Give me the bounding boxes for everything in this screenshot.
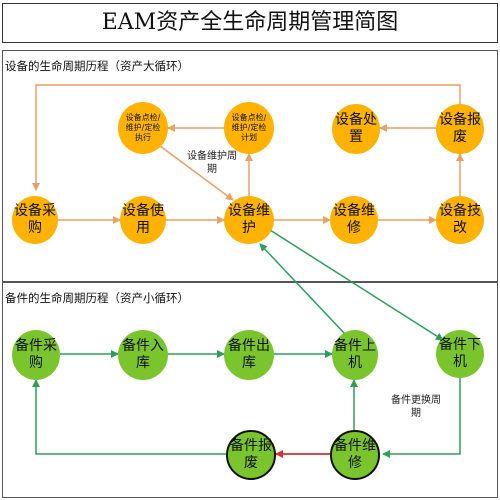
small-cycle-panel	[2, 282, 498, 498]
node-inspection-plan: 设备点检/维护/定检计划	[224, 102, 274, 154]
big-cycle-label: 设备的生命周期历程（资产大循环）	[5, 59, 189, 73]
node-spare-unmount: 备件下机	[436, 330, 484, 378]
node-spare-purchase: 备件采购	[12, 330, 60, 380]
node-equipment-upgrade: 设备技改	[436, 196, 484, 244]
node-equipment-maintain: 设备维护	[224, 196, 274, 244]
node-equipment-scrap: 设备报废	[436, 104, 484, 154]
arrow-scrap-to-purchase	[32, 84, 461, 191]
replacement-cycle-note: 备件更换周期	[391, 395, 441, 419]
arrow-spare-mount-to-maintain	[259, 243, 346, 335]
node-spare-mount: 备件上机	[332, 330, 378, 380]
node-spare-repair: 备件维修	[330, 430, 380, 480]
arrow-maintain-to-unmount	[269, 229, 444, 341]
node-equipment-purchase: 设备采购	[12, 196, 58, 244]
small-cycle-label: 备件的生命周期历程（资产小循环）	[5, 291, 189, 305]
node-inspection-execute: 设备点检/维护/定检执行	[118, 102, 168, 154]
node-equipment-repair: 设备维修	[330, 196, 378, 244]
big-cycle-panel	[2, 50, 498, 282]
node-spare-scrap: 备件报废	[226, 430, 276, 480]
diagram-title: EAM资产全生命周期管理简图	[2, 3, 498, 43]
node-equipment-use: 设备使用	[120, 196, 166, 244]
arrow-exec-to-maintain	[159, 145, 234, 201]
node-spare-stock-in: 备件入库	[118, 330, 168, 380]
node-spare-stock-out: 备件出库	[224, 330, 274, 380]
node-equipment-dispose: 设备处置	[332, 104, 380, 154]
maintenance-cycle-note: 设备维护周期	[187, 151, 237, 175]
arrow-unmount-to-repair	[382, 378, 461, 458]
arrow-spare-scrap-to-purchase	[32, 379, 226, 455]
